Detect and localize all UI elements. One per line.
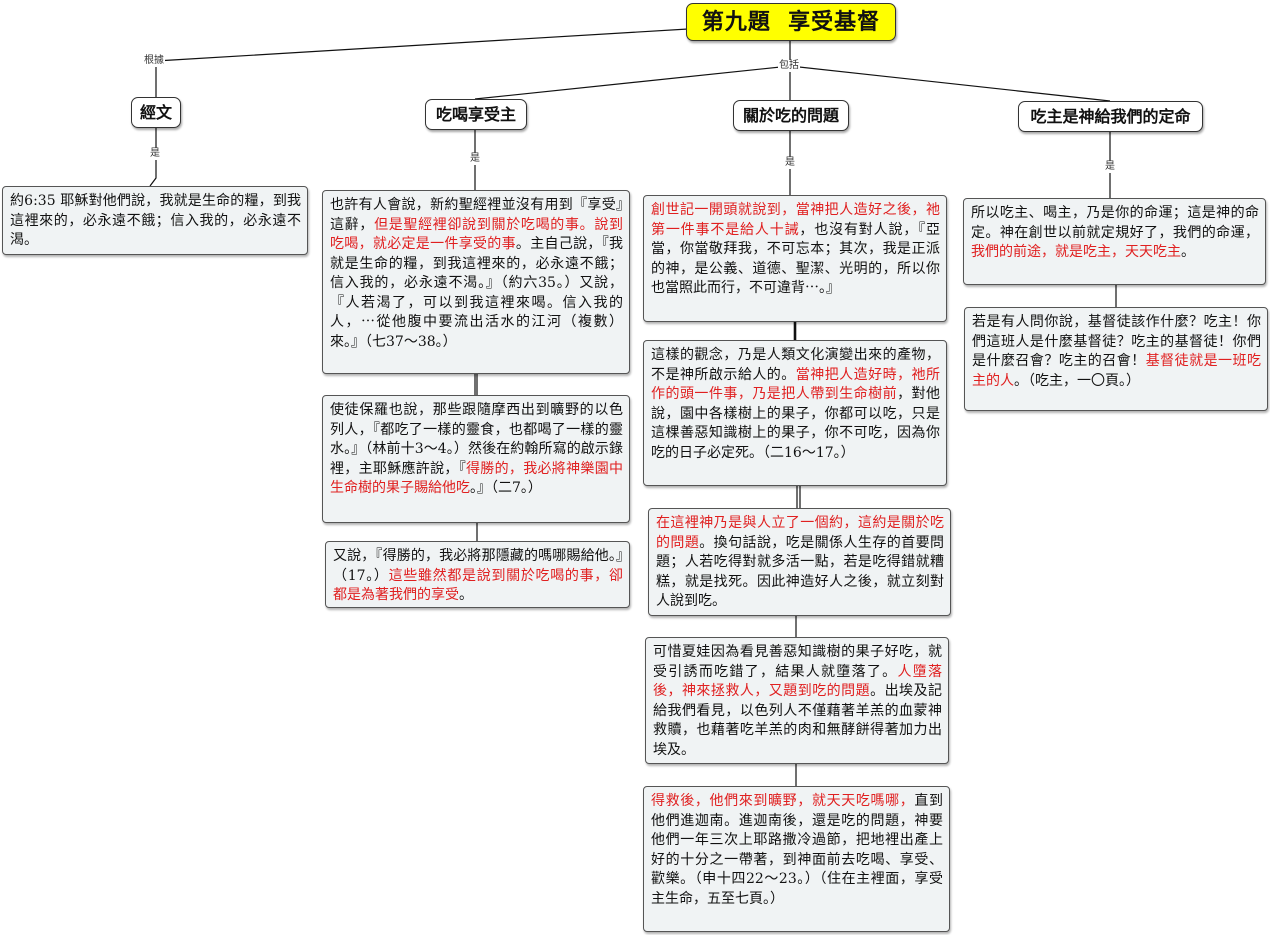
note-text: 這樣的觀念，乃是人類文化演變出來的產物，不是神所啟示給人的。 (651, 347, 940, 383)
note-text: 也許有人會說，新約聖經裡並沒有用到『享受』這辭， (330, 197, 623, 233)
note-about-4[interactable]: 可惜夏娃因為看見善惡知識樹的果子好吃，就受引誘而吃錯了，結果人就墮落了。人墮落後… (645, 637, 949, 764)
note-text: 。 (459, 587, 473, 603)
relation-label-is: 是 (149, 148, 161, 160)
relation-label-is: 是 (1104, 161, 1116, 173)
note-destiny-1[interactable]: 所以吃主、喝主，乃是你的命運；這是神的命定。神在創世以前就定規好了，我們的命運，… (963, 198, 1266, 285)
note-about-1[interactable]: 創世記一開頭就說到，當神把人造好之後，祂第一件事不是給人十誡，也沒有對人說，『亞… (643, 195, 947, 322)
note-text: 。（吃主，一〇頁。） (1014, 372, 1140, 389)
note-eat-1[interactable]: 也許有人會說，新約聖經裡並沒有用到『享受』這辭，但是聖經裡卻說到關於吃喝的事。說… (322, 190, 630, 374)
note-destiny-2[interactable]: 若是有人問你說，基督徒該作什麼？吃主！你們這班人是什麼基督徒？吃主的基督徒！你們… (964, 307, 1268, 411)
highlighted-text: 得救後，他們來到曠野，就天天吃嗎哪， (651, 793, 915, 809)
topic-eat-drink[interactable]: 吃喝享受主 (425, 99, 527, 130)
topic-destiny[interactable]: 吃主是神給我們的定命 (1018, 101, 1203, 132)
note-text: ，也沒有對人說，『亞當，你當敬拜我，不可忘本；其次，我是正派的神，是公義、道德、… (651, 221, 941, 297)
relation-label-is: 是 (784, 157, 796, 169)
highlighted-text: 基督徒就是一班吃主的人 (972, 353, 1262, 389)
relation-label-is: 是 (469, 153, 481, 165)
note-text: 可惜夏娃因為看見善惡知識樹的果子好吃，就受引誘而吃錯了，結果人就墮落了。 (653, 644, 942, 680)
note-eat-2[interactable]: 使徒保羅也說，那些跟隨摩西出到曠野的以色列人，『都吃了一樣的靈食，也都喝了一樣的… (322, 395, 630, 523)
note-about-3[interactable]: 在這裡神乃是與人立了一個約，這約是關於吃的問題。換句話說，吃是關係人生存的首要問… (648, 508, 951, 616)
highlighted-text: 得勝的，我必將神樂園中生命樹的果子賜給他吃 (330, 460, 623, 497)
highlighted-text: 我們的前途，就是吃主，天天吃主 (971, 244, 1181, 260)
note-text: 所以吃主、喝主，乃是你的命運；這是神的命定。神在創世以前就定規好了，我們的命運， (971, 205, 1259, 241)
note-text: 若是有人問你說，基督徒該作什麼？吃主！你們這班人是什麼基督徒？吃主的基督徒！你們… (972, 314, 1261, 369)
note-about-2[interactable]: 這樣的觀念，乃是人類文化演變出來的產物，不是神所啟示給人的。當神把人造好時，祂所… (643, 340, 947, 486)
relation-label-basis: 根據 (143, 55, 165, 67)
topic-scripture[interactable]: 經文 (131, 97, 181, 128)
note-text: 。主自己說，『我就是生命的糧，到我這裡來的，必永遠不餓；信入我的，必永遠不渴。』… (330, 236, 624, 350)
note-text: 又說，『得勝的，我必將那隱藏的嗎哪賜給他。』（17。） (333, 548, 623, 584)
highlighted-text: 但是聖經裡卻說到關於吃喝的事。說到吃喝，就必定是一件享受的事 (330, 216, 624, 253)
note-text: 使徒保羅也說，那些跟隨摩西出到曠野的以色列人，『都吃了一樣的靈食，也都喝了一樣的… (330, 402, 623, 477)
relation-label-includes: 包括 (778, 60, 800, 72)
note-scripture-1[interactable]: 約6:35 耶穌對他們說，我就是生命的糧，到我這裡來的，必永遠不餓；信入我的，必… (2, 186, 308, 255)
topic-about-eating[interactable]: 關於吃的問題 (733, 100, 849, 131)
note-text: 。換句話說，吃是關係人生存的首要問題；人若吃得對就多活一點，若是吃得錯就糟糕，就… (656, 534, 945, 610)
highlighted-text: 創世記一開頭就說到，當神把人造好之後，祂第一件事不是給人十誡 (651, 202, 940, 238)
note-text: 直到他們進迦南。進迦南後，還是吃的問題，神要他們一年三次上耶路撒冷過節，把地裡出… (651, 793, 944, 907)
note-text: 。 (1181, 244, 1195, 260)
note-text: 。』（二7。） (470, 480, 542, 496)
note-text: 。出埃及記給我們看見，以色列人不僅藉著羊羔的血蒙神救贖，也藉著吃羊羔的肉和無酵餅… (653, 683, 943, 758)
highlighted-text: 當神把人造好時，祂所作的頭一件事，乃是把人帶到生命樹前 (651, 366, 941, 403)
note-about-5[interactable]: 得救後，他們來到曠野，就天天吃嗎哪，直到他們進迦南。進迦南後，還是吃的問題，神要… (643, 786, 950, 932)
root-topic[interactable]: 第九題 享受基督 (686, 3, 896, 41)
highlighted-text: 這些雖然都是說到關於吃喝的事，卻都是為著我們的享受 (333, 567, 623, 604)
note-text: ，對他說，園中各樣樹上的果子，你都可以吃，只是這棵善惡知識樹上的果子，你不可吃，… (651, 386, 941, 461)
highlighted-text: 在這裡神乃是與人立了一個約，這約是關於吃的問題 (656, 515, 944, 551)
note-text: 約6:35 耶穌對他們說，我就是生命的糧，到我這裡來的，必永遠不餓；信入我的，必… (10, 193, 301, 248)
highlighted-text: 人墮落後，神來拯救人，又題到吃的問題 (653, 663, 943, 700)
note-eat-3[interactable]: 又說，『得勝的，我必將那隱藏的嗎哪賜給他。』（17。）這些雖然都是說到關於吃喝的… (325, 541, 630, 608)
